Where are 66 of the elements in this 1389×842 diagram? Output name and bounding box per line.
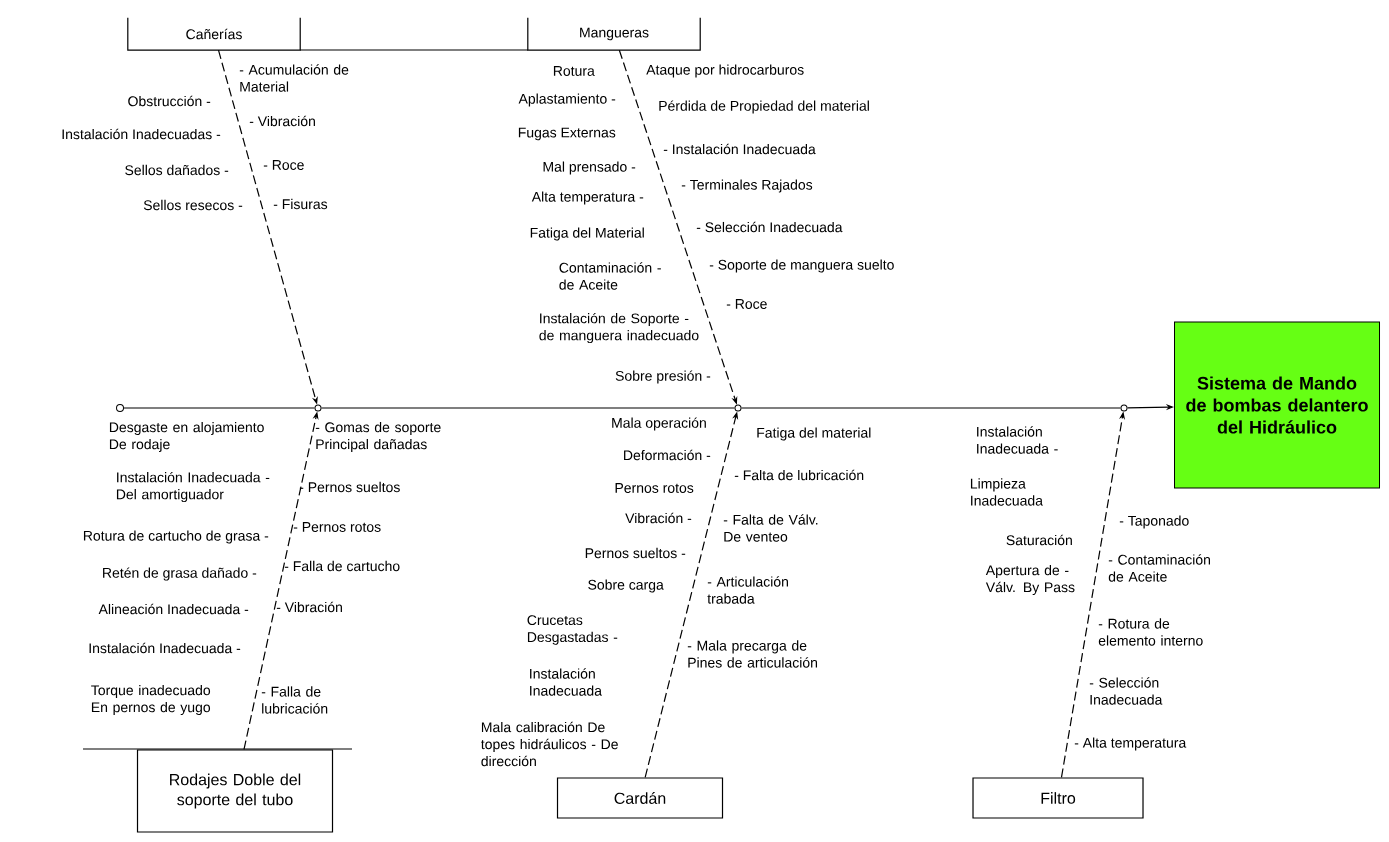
- cause-label: Alineación Inadecuada -: [98, 603, 249, 615]
- cause-label: - Roce: [726, 299, 767, 309]
- cause-label: - Rotura de elemento interno: [1098, 618, 1203, 646]
- cause-label: Instalación Inadecuada -: [977, 426, 1058, 454]
- cause-label: Mala operación: [612, 417, 706, 431]
- cause-label: Obstrucción -: [128, 95, 211, 107]
- cause-label: - Articulación trabada: [707, 576, 788, 604]
- cause-label: - Selección Inadecuada: [696, 221, 843, 233]
- cause-label: - Roce: [263, 160, 304, 170]
- cause-label: - Taponado: [1119, 515, 1189, 529]
- cause-label: Pernos rotos: [615, 483, 694, 493]
- cause-label: Vibración -: [625, 512, 692, 524]
- spine-line: [320, 407, 736, 409]
- cause-label: Instalación Inadecuadas -: [62, 128, 221, 140]
- cause-label: Instalación Inadecuada: [530, 668, 602, 696]
- cause-label: - Contaminación de Aceite: [1108, 554, 1210, 582]
- cause-label: - Falta de Válv. De venteo: [723, 514, 818, 542]
- cause-label: - Falta de lubricación: [734, 469, 864, 481]
- cause-label: Crucetas Desgastadas -: [527, 615, 618, 645]
- cause-label: - Instalación Inadecuada: [663, 143, 816, 155]
- cause-label: - Vibración: [249, 115, 315, 127]
- category-box: Rodajes Doble del soporte del tubo: [136, 749, 334, 833]
- cause-label: Contaminación - de Aceite: [559, 262, 661, 290]
- cause-label: Aplastamiento -: [518, 93, 616, 107]
- category-box: Cañerías: [127, 17, 301, 51]
- cause-label: Rotura: [553, 66, 595, 76]
- effect-box: Sistema de Mando de bombas delantero del Hidráulico: [1174, 321, 1380, 489]
- cause-label: Mala calibración De topes hidráulicos - De dirección: [481, 721, 618, 767]
- category-box: Mangueras: [527, 17, 701, 51]
- cause-label: - Pernos rotos: [293, 522, 381, 532]
- cause-label: Deformación -: [624, 449, 711, 461]
- cause-label: Sobre carga: [588, 579, 664, 593]
- cause-label: Retén de grasa dañado -: [103, 567, 257, 581]
- cause-label: Mal prensado -: [543, 161, 636, 175]
- spine-line: [123, 407, 316, 409]
- cause-label: Instalación de Soporte - de manguera inadecuado: [539, 312, 699, 344]
- cause-label: Saturación: [1006, 534, 1072, 546]
- cause-label: Fatiga del material: [757, 427, 871, 441]
- cause-label: Torque inadecuado En pernos de yugo: [91, 684, 211, 715]
- cause-label: - Falla de lubricación: [261, 686, 328, 714]
- cause-label: Rotura de cartucho de grasa -: [83, 530, 269, 544]
- cause-label: Alta temperatura -: [531, 191, 644, 205]
- cause-label: - Pernos sueltos: [299, 481, 400, 493]
- cause-label: Ataque por hidrocarburos: [646, 64, 804, 78]
- category-box: Cardán: [556, 777, 724, 819]
- category-box: Filtro: [972, 777, 1144, 819]
- cause-label: - Soporte de manguera suelto: [709, 259, 894, 273]
- cause-label: Sellos resecos -: [143, 199, 243, 211]
- cause-label: Instalación Inadecuada - Del amortiguador: [116, 471, 270, 503]
- cause-label: Pérdida de Propiedad del material: [659, 100, 869, 114]
- cause-label: Fatiga del Material: [530, 227, 644, 241]
- cause-label: Pernos sueltos -: [585, 547, 686, 559]
- cause-label: - Selección Inadecuada: [1089, 677, 1163, 705]
- cause-label: Sellos dañados -: [125, 164, 229, 176]
- cause-label: Fugas Externas: [518, 127, 616, 141]
- cause-label: - Acumulación de Material: [239, 64, 349, 92]
- cause-label: - Vibración: [276, 601, 342, 613]
- cause-label: - Fisuras: [273, 198, 328, 210]
- cause-label: Limpieza Inadecuada: [970, 478, 1043, 506]
- spine-line: [740, 407, 1122, 409]
- cause-label: - Falla de cartucho: [284, 560, 400, 572]
- cause-label: - Mala precarga de Pines de articulación: [687, 640, 817, 668]
- cause-label: - Terminales Rajados: [681, 179, 813, 193]
- cause-label: Apertura de - Válv. By Pass: [985, 564, 1075, 595]
- cause-label: Instalación Inadecuada -: [89, 642, 241, 654]
- cause-label: - Alta temperatura: [1074, 737, 1187, 751]
